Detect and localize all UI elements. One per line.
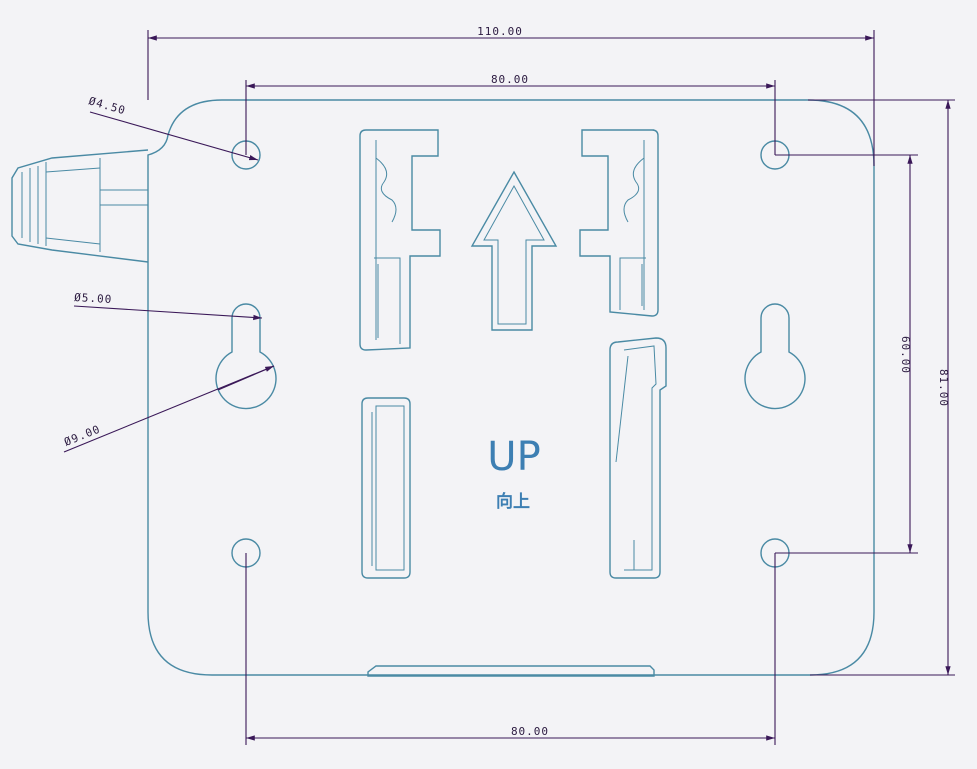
dim-bottom-hole-spacing-text: 80.00 [511,725,549,738]
side-clip [11,149,149,263]
dim-overall-width: 110.00 [147,25,875,166]
latch-lower-left [361,397,411,579]
plate-outline [147,99,875,676]
dim-overall-height: 81.00 [808,99,955,676]
latch-upper-right [579,129,659,317]
dim-overall-height-text: 81.00 [937,369,950,407]
latch-upper-left [359,129,441,351]
latch-lower-right [609,337,667,579]
dim-top-hole-spacing-text: 80.00 [491,73,529,86]
dim-vertical-hole-spacing-text: 60.00 [899,336,912,374]
dim-top-hole-spacing: 80.00 [245,73,776,155]
keyhole-left [215,303,277,410]
dim-small-hole-dia-text: Ø4.50 [87,94,127,117]
up-label: UP [487,434,540,480]
dim-overall-width-text: 110.00 [477,25,523,38]
up-label-cn: 向上 [496,491,530,512]
keyhole-right [744,303,806,410]
dim-keyhole-slot-dia: Ø5.00 [74,291,263,321]
dim-vertical-hole-spacing: 60.00 [775,154,918,554]
dim-keyhole-slot-dia-text: Ø5.00 [74,291,113,306]
dim-bottom-hole-spacing: 80.00 [245,553,776,745]
up-arrow [470,170,558,331]
bottom-slot [367,665,655,677]
